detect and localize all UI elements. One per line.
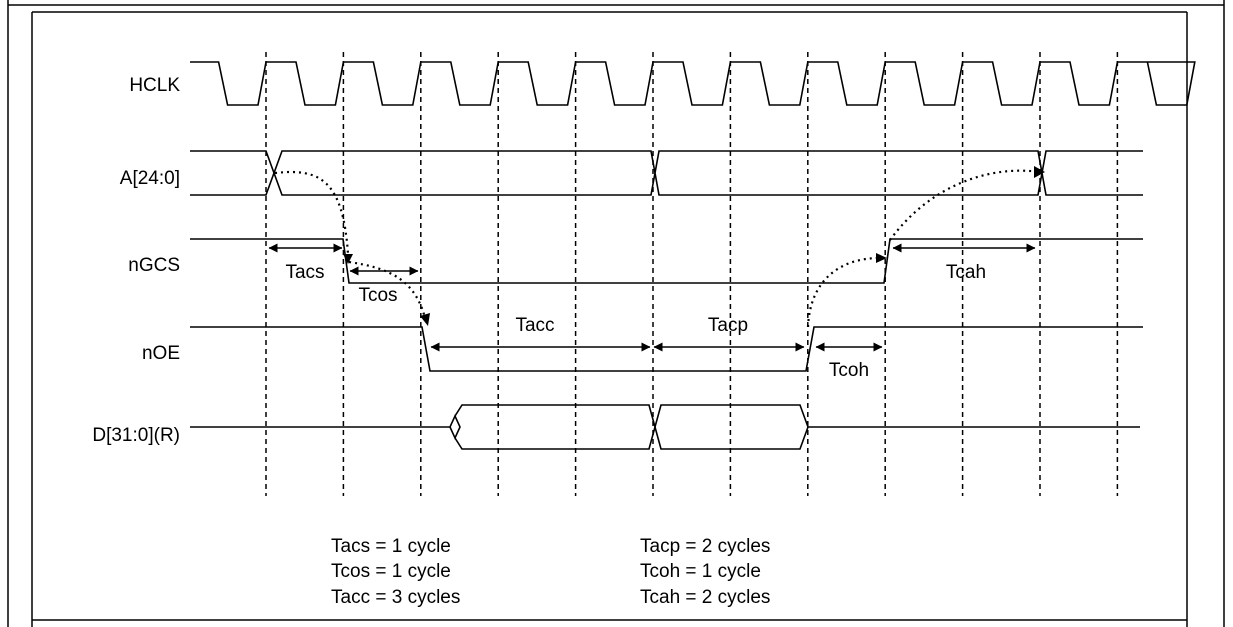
data-bus-waveform [190, 404, 1140, 450]
timing-legend: Tacs = 1 cycle Tcos = 1 cycle Tacc = 3 c… [331, 536, 770, 608]
noe-to-ngcs-arrowhead [876, 253, 887, 263]
noe-waveform [190, 326, 1143, 372]
tacs-label: Tacs [285, 262, 324, 283]
legend-right-line-3: Tcah = 2 cycles [640, 587, 770, 608]
signal-label-data: D[31:0](R) [92, 425, 180, 446]
address-bus-waveform [190, 150, 1143, 196]
signal-label-hclk: HCLK [129, 75, 180, 96]
signal-label-noe: nOE [142, 343, 180, 364]
hclk-waveform [190, 61, 1196, 106]
ngcs-waveform [190, 238, 1143, 284]
addr-to-ngcs-arrowhead [343, 254, 353, 264]
signal-label-address: A[24:0] [120, 168, 180, 189]
diagram-frame [7, 0, 1225, 627]
signal-label-ngcs: nGCS [128, 255, 180, 276]
ngcs-to-addr-arrowhead [1034, 166, 1045, 178]
legend-right-line-2: Tcoh = 1 cycle [640, 561, 761, 582]
clock-edge-gridlines [265, 52, 1119, 496]
tcah-label: Tcah [946, 262, 986, 283]
legend-right-line-1: Tacp = 2 cycles [640, 536, 770, 557]
tcoh-label: Tcoh [829, 360, 869, 381]
noe-to-ngcs-dotted-arrow [806, 256, 881, 328]
legend-left-line-3: Tacc = 3 cycles [331, 587, 460, 608]
tacc-label: Tacc [515, 315, 554, 336]
addr-to-ngcs-dotted-arrow [274, 170, 350, 255]
ngcs-to-noe-arrowhead [420, 313, 430, 326]
tcos-label: Tcos [358, 285, 397, 306]
legend-left-line-1: Tacs = 1 cycle [331, 536, 451, 557]
ngcs-to-noe-dotted-arrow [348, 260, 427, 319]
tacp-label: Tacp [708, 315, 748, 336]
ngcs-to-addr-dotted-arrow [889, 169, 1041, 241]
legend-left-line-2: Tcos = 1 cycle [331, 561, 451, 582]
